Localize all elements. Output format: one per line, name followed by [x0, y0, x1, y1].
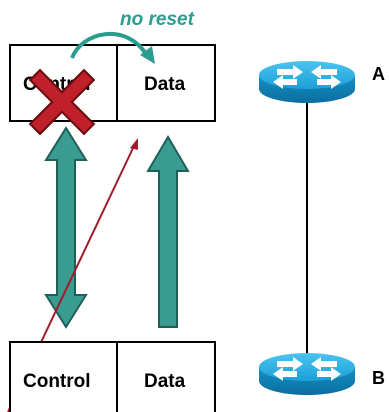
router-icon	[259, 353, 355, 395]
router-a-label: A	[372, 64, 385, 84]
bottom-control-label: Control	[23, 371, 91, 392]
no-reset-arrow-icon	[70, 31, 155, 64]
failure-cross-icon	[28, 68, 96, 136]
bottom-data-label: Data	[144, 371, 186, 392]
top-data-cell	[116, 44, 216, 122]
bottom-box: Control Data	[9, 341, 216, 412]
no-reset-annotation: no reset	[120, 9, 195, 30]
data-up-arrow	[146, 135, 190, 328]
top-data-label: Data	[144, 74, 186, 95]
router-b-label: B	[372, 368, 385, 388]
control-double-arrow	[44, 126, 88, 329]
bottom-control-cell	[9, 341, 118, 412]
router-icon	[259, 61, 355, 103]
bottom-data-cell	[116, 341, 216, 412]
